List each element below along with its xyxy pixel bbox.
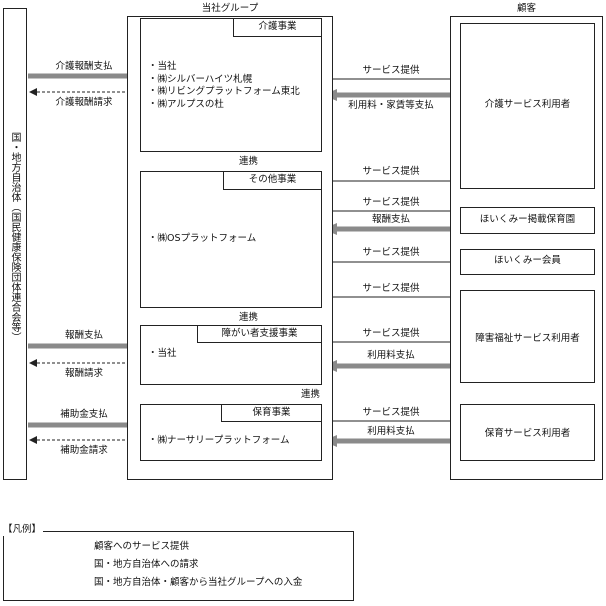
segment-other-entity: ・㈱OSプラットフォーム xyxy=(148,233,257,244)
segment-hoiku-title-box xyxy=(221,404,322,422)
legend-item-claim: 国・地方自治体への請求 xyxy=(94,559,199,570)
flow-label-other-service3: サービス提供 xyxy=(362,247,420,258)
segment-other-title-box xyxy=(223,171,322,190)
segment-kaigo-entity: ・㈱リビングプラットフォーム東北 xyxy=(148,86,300,97)
segment-kaigo-title-box xyxy=(233,18,322,37)
flow-label-hoiku-claim: 補助金請求 xyxy=(60,445,108,456)
customers-title: 顧客 xyxy=(516,3,536,14)
flow-label-shogai-service: サービス提供 xyxy=(362,328,420,339)
flow-label-shogai-claim: 報酬請求 xyxy=(64,368,103,379)
government-label: 国・地方自治体（国民健康保険団体連合会等） xyxy=(9,132,20,342)
group-title: 当社グループ xyxy=(201,3,259,14)
legend-box xyxy=(3,531,354,601)
segment-shogai-entity: ・当社 xyxy=(148,348,177,359)
segment-kaigo-entity: ・㈱アルプスの杜 xyxy=(148,98,224,110)
segment-hoiku-entity: ・㈱ナーサリープラットフォーム xyxy=(148,435,290,446)
segment-shogai-title-box xyxy=(197,325,322,343)
flow-label-ad-pay: 報酬支払 xyxy=(371,214,410,225)
customer-hoiku-ad-box xyxy=(460,207,595,234)
legend-item-payment: 国・地方自治体・顧客から当社グループへの入金 xyxy=(94,577,303,588)
segment-shogai-title: 障がい者支援事業 xyxy=(221,328,298,339)
customer-hoiku-label: 保育サービス利用者 xyxy=(484,428,571,439)
segment-kaigo-box xyxy=(140,18,322,152)
renkei-label-3: 連携 xyxy=(301,389,321,400)
flow-label-kaigo-claim: 介護報酬請求 xyxy=(55,97,113,108)
flow-label-shogai-pay: 報酬支払 xyxy=(64,330,103,341)
flow-label-shogai-fee: 利用料支払 xyxy=(367,350,415,361)
flow-label-other-service2: サービス提供 xyxy=(362,197,420,208)
government-box xyxy=(3,8,27,480)
flow-label-hoiku-pay: 補助金支払 xyxy=(60,409,108,420)
customer-hoiku-ad-label: ほいくみー掲載保育園 xyxy=(479,214,576,225)
customer-hoiku-member-box xyxy=(460,249,595,275)
customer-shogai-box xyxy=(460,290,595,383)
flow-label-hoiku-fee: 利用料支払 xyxy=(367,426,415,437)
legend-title: 【凡例】 xyxy=(3,524,44,536)
customer-hoiku-box xyxy=(460,404,595,461)
customer-hoiku-member-label: ほいくみー会員 xyxy=(494,255,561,266)
renkei-label-2: 連携 xyxy=(239,312,259,323)
flow-label-hoiku-service: サービス提供 xyxy=(362,407,420,418)
segment-hoiku-title: 保育事業 xyxy=(252,407,291,418)
flow-label-other-service4: サービス提供 xyxy=(362,283,420,294)
customer-shogai-label: 障害福祉サービス利用者 xyxy=(475,333,580,344)
customer-kaigo-label: 介護サービス利用者 xyxy=(484,99,571,110)
flow-label-kaigo-fee: 利用料・家賃等支払 xyxy=(348,100,434,111)
segment-other-box xyxy=(140,171,322,308)
segment-kaigo-title: 介護事業 xyxy=(258,21,297,32)
flow-label-kaigo-pay: 介護報酬支払 xyxy=(55,61,113,72)
legend-item-service: 顧客へのサービス提供 xyxy=(94,541,190,552)
customer-kaigo-box xyxy=(460,23,595,189)
flow-label-kaigo-service: サービス提供 xyxy=(362,65,420,76)
flow-label-other-service1: サービス提供 xyxy=(362,166,420,177)
segment-other-title: その他事業 xyxy=(248,174,297,185)
segment-kaigo-entity: ・㈱シルバーハイツ札幌 xyxy=(148,73,253,85)
renkei-label-1: 連携 xyxy=(239,156,259,167)
segment-kaigo-entity: ・当社 xyxy=(148,61,177,72)
